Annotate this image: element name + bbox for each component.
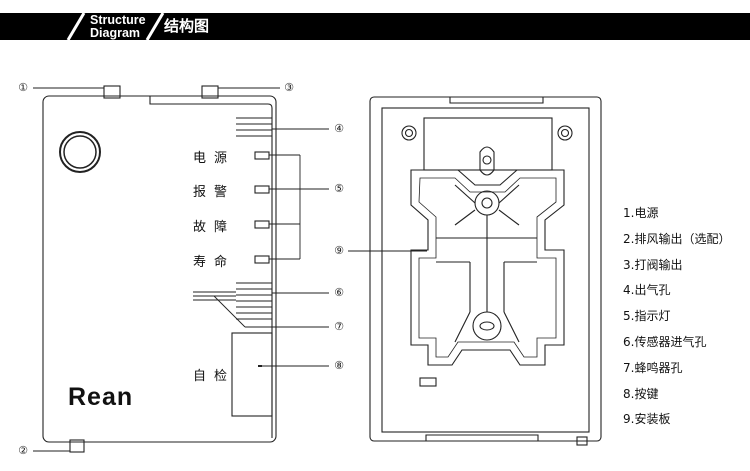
screw-right: [557, 125, 573, 141]
indicator-label-fault: 故障: [193, 220, 236, 235]
indicator-light-power: [254, 151, 270, 160]
upper-boss: [474, 190, 500, 216]
exhaust-vents: [236, 117, 272, 137]
header-title-en-line2: Diagram: [90, 25, 141, 40]
callout-7: ⑦: [334, 320, 344, 333]
callout-2: ②: [18, 444, 28, 457]
callout-8: ⑧: [334, 359, 344, 372]
header-bar: [0, 13, 750, 40]
screw-left: [401, 125, 417, 141]
callout-1: ①: [18, 81, 28, 94]
callout-4: ④: [334, 122, 344, 135]
legend-item: 7.蜂鸣器孔: [623, 360, 683, 375]
indicator-label-life: 寿命: [193, 255, 236, 270]
callout-9: ⑨: [334, 244, 344, 257]
keyhole-slot: [479, 146, 495, 176]
header-title-en-line1: Structure: [90, 13, 146, 27]
connector-tab-2: [69, 439, 85, 453]
back-view: [369, 96, 602, 446]
indicator-light-fault: [254, 220, 270, 229]
mounting-plate: [410, 169, 565, 366]
test-button: [231, 332, 273, 417]
back-body-inner: [381, 107, 590, 433]
leader-lines: [33, 87, 427, 452]
brand-logo: Rean: [68, 383, 134, 411]
legend-item: 8.按键: [623, 386, 659, 401]
legend-item: 5.指示灯: [623, 309, 671, 324]
legend-item: 6.传感器进气孔: [623, 334, 707, 349]
legend-item: 2.排风输出（选配）: [623, 231, 731, 246]
front-body-outer: [42, 95, 277, 443]
callout-5: ⑤: [334, 182, 344, 195]
power-button-outer: [59, 131, 101, 173]
legend-item: 3.打阀输出: [623, 257, 683, 272]
power-button-inner: [63, 135, 97, 169]
callout-3: ③: [284, 81, 294, 94]
legend-item: 1.电源: [623, 206, 659, 220]
self-test-label: 自检: [193, 369, 236, 384]
lower-boss: [472, 311, 502, 341]
back-bottom-tab-right: [576, 436, 588, 446]
back-plate-upper: [423, 117, 553, 171]
indicator-label-power: 电源: [193, 151, 236, 166]
header-title-en: Structure Diagram: [90, 14, 156, 39]
indicator-light-alarm: [254, 185, 270, 194]
sensor-intake-vents: [236, 282, 272, 320]
indicator-light-life: [254, 255, 270, 264]
legend-item: 9.安装板: [623, 412, 671, 427]
legend-item: 4.出气孔: [623, 283, 671, 298]
legend-list: 1.电源 2.排风输出（选配） 3.打阀输出 4.出气孔 5.指示灯 6.传感器…: [623, 201, 730, 433]
back-top-notch: [449, 97, 544, 104]
indicator-label-alarm: 报警: [193, 185, 236, 200]
header-title-cn: 结构图: [164, 17, 210, 35]
back-bottom-notch: [425, 434, 539, 441]
connector-tab-3: [201, 85, 219, 99]
connector-tab-1: [103, 85, 121, 99]
back-bottom-tab-left: [419, 377, 437, 387]
front-view: [42, 85, 277, 453]
callout-6: ⑥: [334, 286, 344, 299]
back-body-outer: [369, 96, 602, 442]
front-body-inner-edge: [149, 96, 273, 438]
